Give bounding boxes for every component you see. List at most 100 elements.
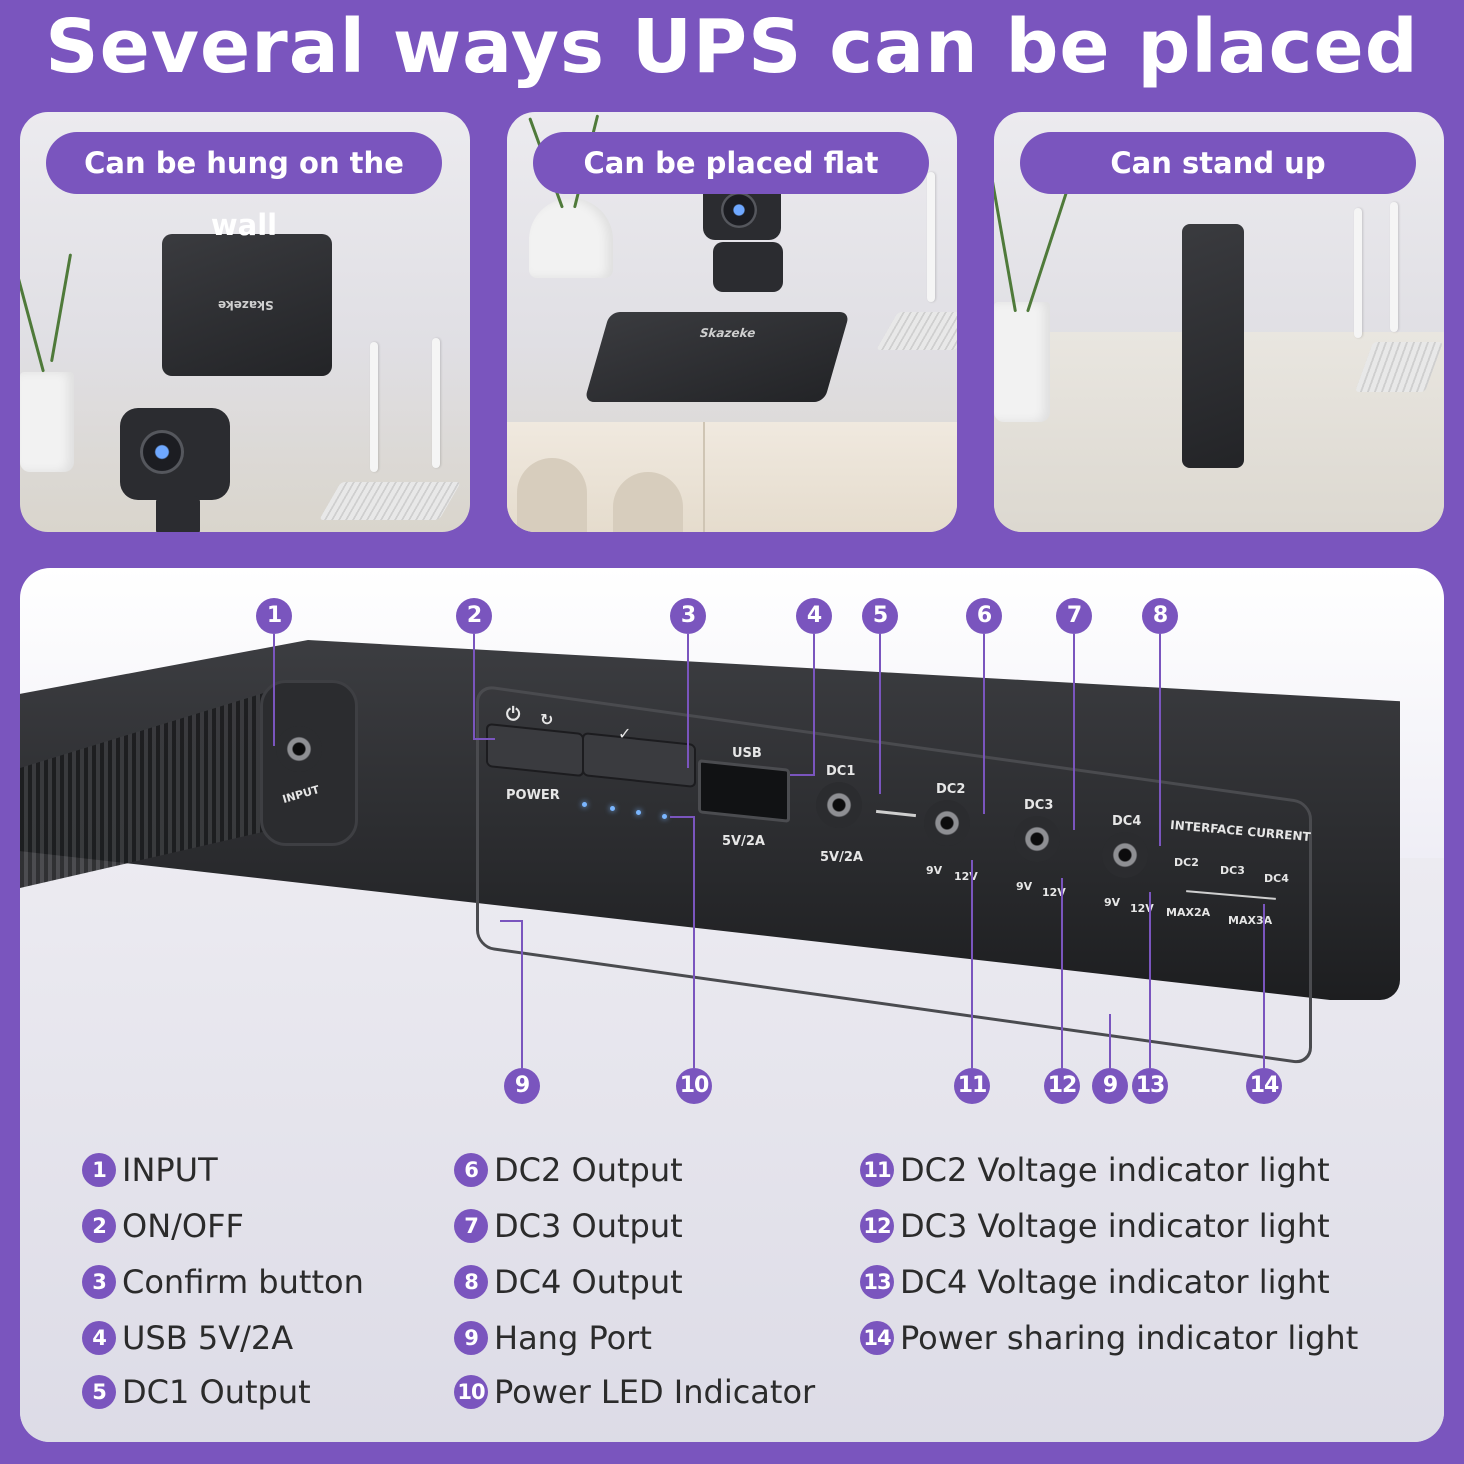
refresh-icon: ↻ [540,710,554,729]
usb-label: USB [732,746,762,761]
callout-11: 11 [954,1068,990,1104]
max2a-label: MAX2A [1166,906,1211,919]
plant-pot [529,198,613,278]
leader-line-8 [1159,634,1161,846]
callout-7: 7 [1056,598,1092,634]
leader-line-10 [693,816,695,1068]
device-diagram: INPUT ⏻ ↻ ✓ POWER USB 5V/2A DC1 5V/2A DC… [20,568,1444,1442]
brand-logo-flat: Skazeke [697,326,758,340]
legend-num: 9 [454,1321,488,1355]
dc4-jack[interactable] [1102,832,1148,878]
leader-line-9-right [1109,1014,1111,1068]
callout-12: 12 [1044,1068,1080,1104]
router-antenna [1354,208,1362,338]
leader-line-7 [1073,634,1075,830]
plant-pot [20,372,74,472]
camera-lens-icon [721,192,757,228]
leader-line-11 [971,860,973,1068]
legend-num: 8 [454,1265,488,1299]
legend-num: 2 [82,1209,116,1243]
legend-num: 13 [860,1265,894,1299]
plant-pot [994,302,1050,422]
legend-num: 1 [82,1153,116,1187]
share-dc3-label: DC3 [1220,864,1245,877]
dc4-12v-label: 12V [1130,902,1154,915]
dc3-label: DC3 [1024,798,1054,813]
checkmark-icon: ✓ [618,724,632,743]
callout-9-right: 9 [1092,1068,1128,1104]
dc2-jack[interactable] [924,800,970,846]
furniture-surface [507,422,957,532]
legend-text: Confirm button [122,1263,364,1301]
legend-text: Hang Port [494,1319,652,1357]
leader-line-1 [273,634,275,746]
callout-9-left: 9 [504,1068,540,1104]
dc3-9v-label: 9V [1016,880,1033,893]
share-dc4-label: DC4 [1264,872,1289,885]
callout-1: 1 [256,598,292,634]
placement-label-flat: Can be placed flat [533,132,929,194]
legend-text: DC4 Voltage indicator light [900,1263,1330,1301]
usb-port[interactable] [698,759,790,823]
legend-text: USB 5V/2A [122,1319,294,1357]
callout-8: 8 [1142,598,1178,634]
leader-line-9-left [521,920,523,1068]
brand-logo-wall: Skazeke [218,298,274,312]
dc1-rating-label: 5V/2A [820,850,863,865]
ups-stand-image [1182,224,1244,468]
page-title: Several ways UPS can be placed [45,4,1419,90]
callout-10: 10 [676,1068,712,1104]
callout-4: 4 [796,598,832,634]
cabinet-cutout [517,458,587,532]
dc2-12v-label: 12V [954,870,978,883]
router-antenna [1390,202,1398,332]
leader-line-2b [473,738,495,740]
plant-leaf [994,173,1017,313]
legend-text: DC4 Output [494,1263,683,1301]
camera-stand [156,496,200,532]
dc2-label: DC2 [936,782,966,797]
legend-text: DC3 Voltage indicator light [900,1207,1330,1245]
dc3-jack[interactable] [1014,816,1060,862]
share-dc2-label: DC2 [1174,856,1199,869]
dc1-jack[interactable] [816,782,862,828]
security-camera [120,408,230,500]
legend-num: 4 [82,1321,116,1355]
cabinet-seam [703,422,705,532]
input-jack[interactable] [276,726,322,772]
power-led-4 [662,814,667,819]
legend-num: 7 [454,1209,488,1243]
legend-text: DC3 Output [494,1207,683,1245]
callout-5: 5 [862,598,898,634]
legend-num: 5 [82,1375,116,1409]
leader-line-2 [473,634,475,740]
callout-3: 3 [670,598,706,634]
panel-wall: Can be hung on the wall Skazeke [20,112,470,532]
plant-leaf [20,265,45,373]
leader-line-3 [687,634,689,768]
callout-6: 6 [966,598,1002,634]
callout-14: 14 [1246,1068,1282,1104]
legend-text: DC2 Output [494,1151,683,1189]
legend-num: 11 [860,1153,894,1187]
leader-line-4b [790,774,814,776]
callout-13: 13 [1132,1068,1168,1104]
cabinet-cutout [613,472,683,532]
camera-stand [713,242,783,292]
placement-label-wall: Can be hung on the wall [46,132,442,242]
router-antenna [370,342,378,472]
dc1-label: DC1 [826,764,856,779]
ups-flat-image: Skazeke [584,312,850,402]
leader-line-4 [813,634,815,776]
